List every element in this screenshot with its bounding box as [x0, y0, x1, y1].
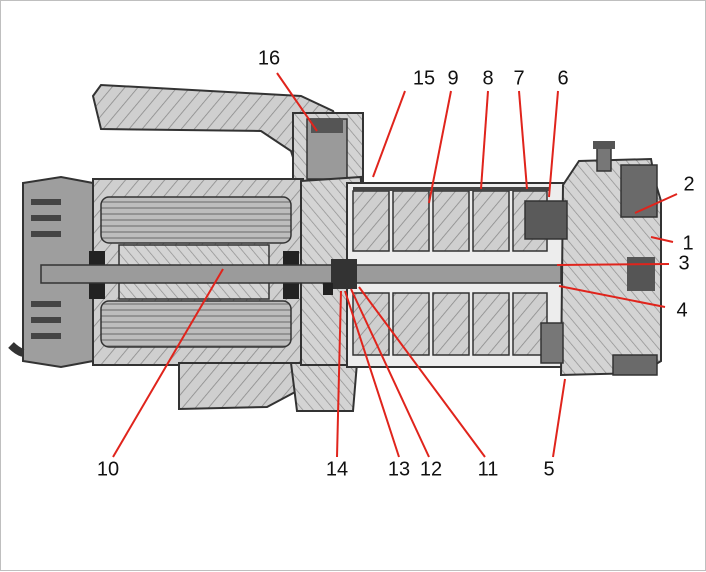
callout-1: 1: [682, 232, 693, 254]
pump-body: [8, 83, 662, 412]
leader-line-16: [276, 72, 318, 132]
callout-6: 6: [557, 67, 568, 89]
leader-line-10: [112, 268, 224, 458]
leader-line-2: [634, 193, 678, 214]
callout-9: 9: [447, 67, 458, 89]
callout-10: 10: [97, 458, 119, 480]
leader-line-15: [372, 90, 406, 178]
callout-4: 4: [676, 299, 687, 321]
motor-foot: [178, 362, 298, 411]
callout-14: 14: [326, 458, 348, 480]
leader-line-11: [358, 286, 486, 458]
shaft: [40, 264, 562, 284]
leader-line-7: [518, 90, 528, 190]
pump-stages: [352, 190, 548, 356]
leader-line-14: [336, 290, 342, 458]
callout-5: 5: [543, 458, 554, 480]
stator-winding-bottom: [100, 300, 292, 348]
drain-plug: [612, 354, 658, 376]
callout-15: 15: [413, 67, 435, 89]
leader-line-12: [350, 288, 430, 458]
callout-7: 7: [513, 67, 524, 89]
leader-line-13: [344, 290, 400, 458]
callout-16: 16: [258, 47, 280, 69]
fill-plug: [620, 164, 658, 218]
stator-winding-top: [100, 196, 292, 244]
tie-rod: [353, 187, 549, 191]
leader-lines: [112, 72, 678, 458]
callout-labels: 1 2 3 4 5 6 7 8 9 10 11 12 13 14 15 16: [97, 47, 695, 480]
suction-port: [627, 257, 655, 291]
bearing-front-bottom: [89, 283, 105, 299]
leader-line-1: [650, 236, 674, 243]
callout-11: 11: [478, 458, 499, 480]
ejector: [524, 200, 568, 240]
mechanical-seal: [331, 259, 357, 289]
pump-foot: [289, 362, 359, 412]
callout-3: 3: [678, 252, 689, 274]
fan-cover-vents: [31, 199, 61, 339]
vent-screw-head: [593, 141, 615, 149]
bearing-front-top: [89, 251, 105, 267]
callout-12: 12: [420, 458, 442, 480]
leader-line-3: [556, 263, 670, 266]
callout-2: 2: [683, 173, 694, 195]
seal-ring: [323, 283, 333, 295]
valve: [540, 322, 564, 364]
leader-line-5: [552, 378, 566, 458]
outlet-thread: [311, 119, 343, 133]
callout-13: 13: [388, 458, 410, 480]
leader-line-9: [428, 90, 452, 204]
leader-line-8: [480, 90, 489, 190]
bearing-rear-bottom: [283, 283, 299, 299]
leader-line-4: [558, 285, 666, 308]
bearing-rear-top: [283, 251, 299, 267]
callout-8: 8: [482, 67, 493, 89]
power-cable: [8, 342, 25, 357]
leader-line-6: [548, 90, 559, 198]
